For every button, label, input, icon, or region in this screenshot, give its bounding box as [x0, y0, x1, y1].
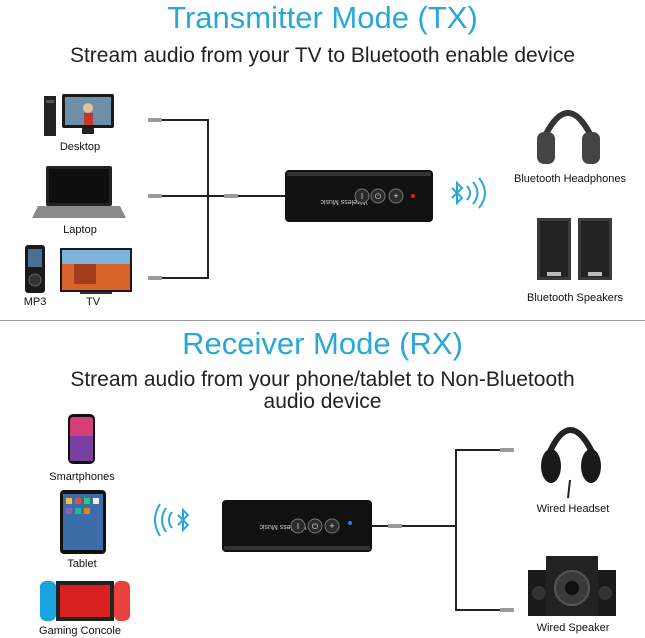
output-label-wired-speaker: Wired Speaker: [536, 622, 610, 634]
tx-device-label: Wireless Music: [320, 198, 368, 205]
svg-text:+: +: [329, 521, 334, 531]
rx-subtitle-line2: audio device: [263, 390, 382, 413]
rx-device-label: Wireless Music: [259, 523, 307, 530]
bluetooth-icon-rx: [154, 503, 190, 537]
svg-text:I: I: [361, 192, 363, 201]
source-label-laptop: Laptop: [63, 224, 97, 236]
tv-image: [60, 248, 132, 294]
section-divider: [0, 320, 645, 321]
tablet-image: [60, 490, 106, 554]
output-label-wired-headset: Wired Headset: [536, 503, 610, 515]
bluetooth-headphones-image: [537, 110, 600, 164]
source-label-tv: TV: [85, 296, 101, 308]
tx-device: Wireless Music I ⏻ +: [285, 170, 433, 222]
output-label-bt-speakers: Bluetooth Speakers: [526, 292, 623, 304]
tx-title: Transmitter Mode (TX): [167, 0, 478, 35]
rx-title: Receiver Mode (RX): [182, 326, 463, 361]
wired-speaker-image: [528, 556, 616, 616]
tx-subtitle: Stream audio from your TV to Bluetooth e…: [69, 44, 576, 67]
rx-subtitle-line1: Stream audio from your phone/tablet to N…: [70, 368, 575, 391]
laptop-image: [32, 166, 126, 218]
svg-text:+: +: [393, 191, 398, 201]
rx-device: Wireless Music I ⏻ +: [222, 500, 372, 552]
gaming-console-image: [40, 581, 130, 621]
output-label-bt-headphones: Bluetooth Headphones: [514, 173, 626, 185]
bluetooth-speakers-image: [537, 218, 612, 280]
source-label-desktop: Desktop: [59, 141, 101, 153]
source-label-smartphones: Smartphones: [49, 471, 115, 483]
tx-cables: [160, 119, 285, 279]
svg-text:⏻: ⏻: [312, 522, 319, 531]
source-label-gaming-console: Gaming Concole: [39, 625, 121, 637]
source-label-mp3: MP3: [23, 296, 47, 308]
rx-cables: [372, 449, 512, 611]
wired-headset-image: [541, 427, 601, 499]
bluetooth-icon-tx: [451, 177, 486, 209]
svg-text:⏻: ⏻: [375, 192, 382, 201]
desktop-image: [44, 94, 114, 136]
mp3-player-image: [25, 245, 45, 293]
smartphone-image: [68, 414, 95, 464]
source-label-tablet: Tablet: [67, 558, 97, 570]
svg-text:I: I: [297, 522, 299, 531]
